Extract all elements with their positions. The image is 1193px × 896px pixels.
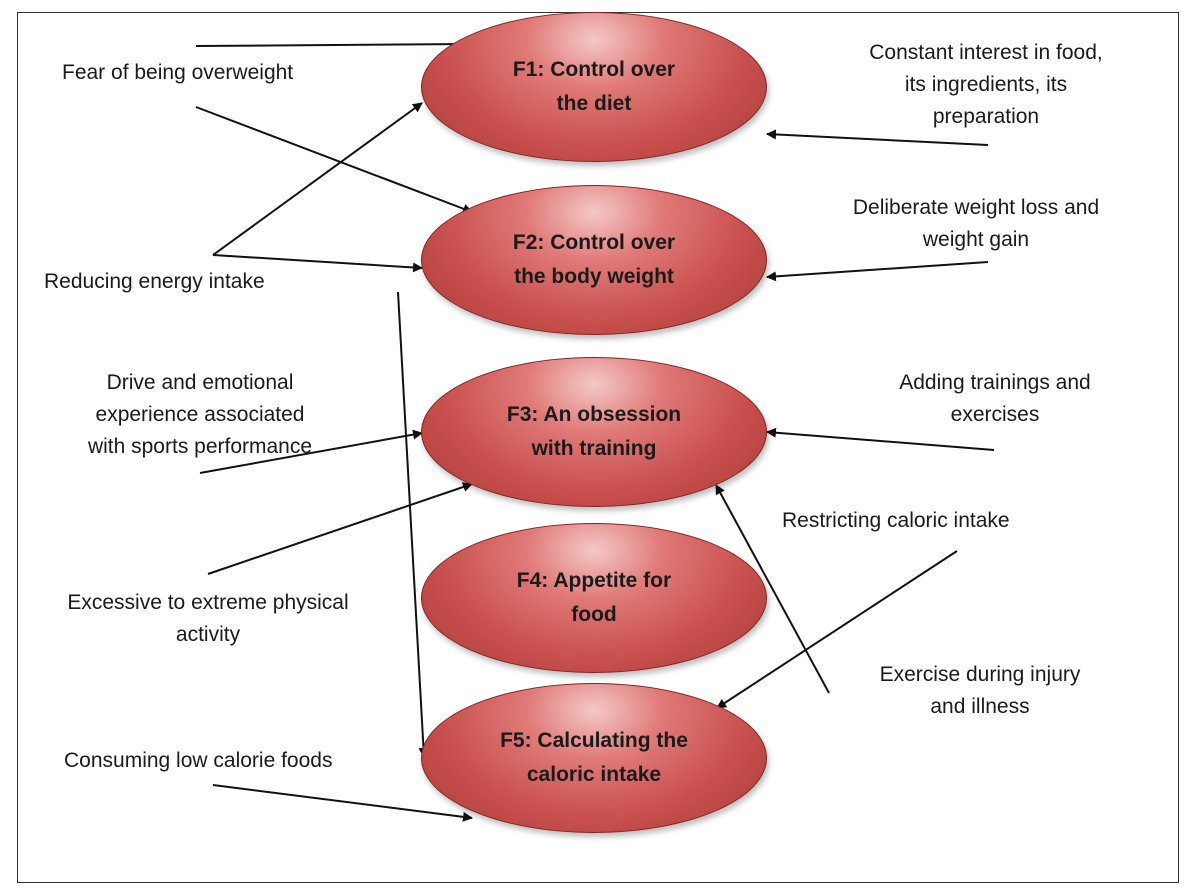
factor-f3-label: F3: An obsession with training xyxy=(506,403,682,460)
arrow-lowcal-to-f5 xyxy=(212,784,473,822)
label-drive-emotional: Drive and emotional experience associate… xyxy=(87,371,313,458)
arrow-reducing-to-f1 xyxy=(212,102,423,256)
label-weight-loss-gain: Deliberate weight loss and weight gain xyxy=(852,196,1100,251)
label-low-calorie-foods: Consuming low calorie foods xyxy=(64,749,333,772)
label-reducing-energy: Reducing energy intake xyxy=(44,270,265,293)
label-exercise-injury: Exercise during injury and illness xyxy=(879,663,1081,718)
factor-f3: F3: An obsession with training xyxy=(421,357,767,507)
factor-f5: F5: Calculating the caloric intake xyxy=(421,683,767,833)
arrow-reducing-to-f2 xyxy=(212,254,423,273)
arrow-f2-to-f5 xyxy=(397,291,429,758)
arrow-fear-to-f2 xyxy=(195,106,473,214)
arrow-restricting-to-f5 xyxy=(716,550,958,709)
arrow-top-to-f1 xyxy=(195,39,473,50)
factor-f1: F1: Control over the diet xyxy=(421,12,767,162)
arrow-interest-to-f1 xyxy=(766,129,989,146)
label-restricting-caloric: Restricting caloric intake xyxy=(782,509,1010,532)
factor-f5-label: F5: Calculating the caloric intake xyxy=(500,729,688,786)
arrow-excessive-to-f3 xyxy=(207,482,473,575)
label-fear-overweight: Fear of being overweight xyxy=(62,61,294,84)
label-interest-food: Constant interest in food, its ingredien… xyxy=(869,41,1103,128)
label-excessive-activity: Excessive to extreme physical activity xyxy=(67,591,349,646)
label-adding-trainings: Adding trainings and exercises xyxy=(899,371,1091,426)
arrow-weightloss-to-f2 xyxy=(766,261,989,282)
factor-f4: F4: Appetite for food xyxy=(421,523,767,673)
arrow-injury-to-f3 xyxy=(715,484,830,694)
factor-f2: F2: Control over the body weight xyxy=(421,185,767,335)
arrow-drive-to-f3 xyxy=(199,429,423,474)
factor-f4-label: F4: Appetite for food xyxy=(516,569,672,626)
arrow-adding-to-f3 xyxy=(766,427,995,451)
factor-f2-label: F2: Control over the body weight xyxy=(512,231,676,288)
factor-f1-label: F1: Control over the diet xyxy=(512,58,676,115)
